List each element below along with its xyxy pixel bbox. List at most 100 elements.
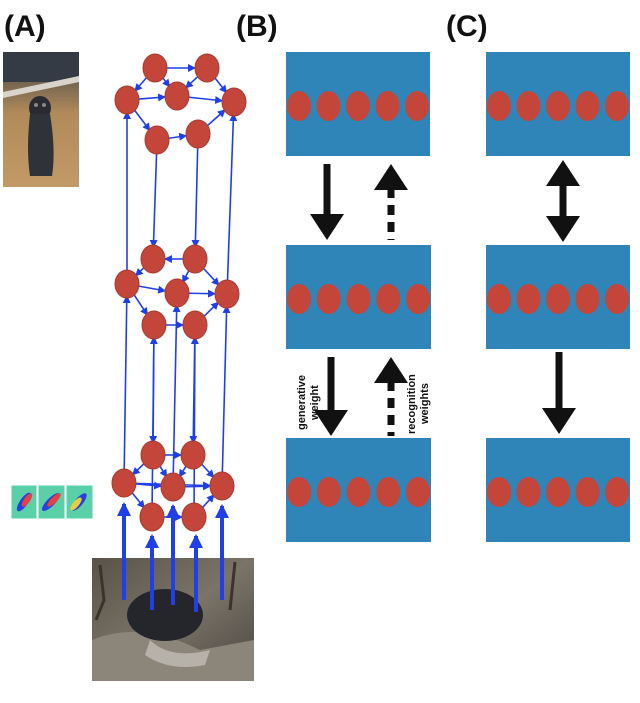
b-layer-bottom xyxy=(286,438,431,542)
network-edge xyxy=(168,132,188,141)
b-generative-arrow-upper xyxy=(310,164,344,240)
network-node xyxy=(182,244,208,274)
c-bidirectional-arrow xyxy=(546,160,580,242)
network-node xyxy=(114,269,140,299)
network-edge xyxy=(206,109,226,127)
input-arrows xyxy=(117,502,229,612)
layer-unit xyxy=(346,91,370,121)
layer-unit xyxy=(376,284,401,314)
layer-unit xyxy=(546,284,570,314)
layer-unit xyxy=(287,284,311,314)
layer-unit xyxy=(605,477,629,507)
c-layer-middle xyxy=(486,245,630,349)
network-edge xyxy=(172,303,181,476)
layer-unit xyxy=(575,284,600,314)
layer-unit xyxy=(487,284,511,314)
network-node xyxy=(180,440,206,470)
network-edge xyxy=(184,482,212,491)
network-edge xyxy=(132,293,149,316)
network-edge xyxy=(134,76,148,92)
panel-label-b: (B) xyxy=(236,10,278,43)
layer-unit xyxy=(575,477,600,507)
layer-unit xyxy=(575,91,600,121)
network-edge xyxy=(201,494,215,509)
layer-unit xyxy=(346,477,371,507)
dog-photo xyxy=(3,52,79,187)
network-node xyxy=(142,53,168,83)
layer-unit xyxy=(287,477,311,507)
network-node xyxy=(144,125,170,155)
generative-weight-label-line2: weight xyxy=(309,385,321,421)
network-edge xyxy=(213,76,228,94)
c-layer-bottom xyxy=(486,438,630,542)
network-node xyxy=(182,310,208,340)
network-node xyxy=(194,53,220,83)
b-generative-arrow-lower xyxy=(314,357,348,436)
recognition-weights-label-line2: weights xyxy=(419,383,431,425)
network-edge xyxy=(158,464,168,478)
network-node xyxy=(221,87,247,117)
layer-unit xyxy=(375,91,400,121)
network-node xyxy=(111,468,137,498)
network-edge xyxy=(149,151,158,249)
layer-unit xyxy=(546,477,570,507)
b-layer-middle xyxy=(286,245,431,349)
layer-unit xyxy=(316,477,341,507)
network-edge xyxy=(190,335,199,506)
layer-unit xyxy=(405,91,429,121)
b-recognition-arrow-lower xyxy=(374,357,408,436)
network-node xyxy=(181,502,207,532)
layer-unit xyxy=(376,477,401,507)
network-node xyxy=(164,278,190,308)
network-edges xyxy=(122,64,238,521)
network-node xyxy=(214,279,240,309)
network-edge xyxy=(185,75,199,89)
layer-unit xyxy=(516,477,541,507)
network-edge xyxy=(133,109,151,132)
network-edge xyxy=(134,266,145,277)
network-node xyxy=(140,244,166,274)
layer-unit xyxy=(516,91,541,121)
network-node xyxy=(139,502,165,532)
layer-unit xyxy=(516,284,541,314)
layer-unit xyxy=(605,91,629,121)
network-edge xyxy=(181,92,224,104)
layer-arrows xyxy=(310,160,580,436)
layer-unit xyxy=(406,284,430,314)
network-edge xyxy=(131,93,167,104)
network-edge xyxy=(149,335,158,506)
layer-unit xyxy=(487,477,511,507)
forest-photo xyxy=(92,558,254,681)
c-generative-arrow xyxy=(542,352,576,434)
panel-label-c: (C) xyxy=(446,10,488,43)
layer-unit xyxy=(487,91,511,121)
network-node xyxy=(185,119,211,149)
layer-unit xyxy=(316,91,341,121)
network-node xyxy=(160,472,186,502)
network-edge xyxy=(188,289,217,298)
b-layer-top xyxy=(286,52,430,156)
layer-unit xyxy=(546,91,570,121)
layer-unit xyxy=(406,477,430,507)
network-node xyxy=(209,471,235,501)
network-edge xyxy=(200,463,215,478)
layer-boxes xyxy=(286,52,630,542)
layer-unit xyxy=(287,91,311,121)
b-recognition-arrow-upper xyxy=(374,164,408,240)
network-edge xyxy=(202,267,220,286)
network-edge xyxy=(122,294,131,472)
layer-unit xyxy=(316,284,341,314)
network-node xyxy=(141,310,167,340)
network-edge xyxy=(131,462,145,476)
layer-unit xyxy=(346,284,371,314)
panel-label-a: (A) xyxy=(4,10,46,43)
network-node xyxy=(140,440,166,470)
recognition-weights-label-line1: recognition xyxy=(406,374,418,434)
network-edge xyxy=(181,269,191,284)
network-edge xyxy=(226,112,238,283)
network-nodes xyxy=(111,53,247,532)
network-node xyxy=(114,85,140,115)
network-edge xyxy=(221,304,231,475)
generative-weight-label-line1: generative xyxy=(296,375,308,430)
